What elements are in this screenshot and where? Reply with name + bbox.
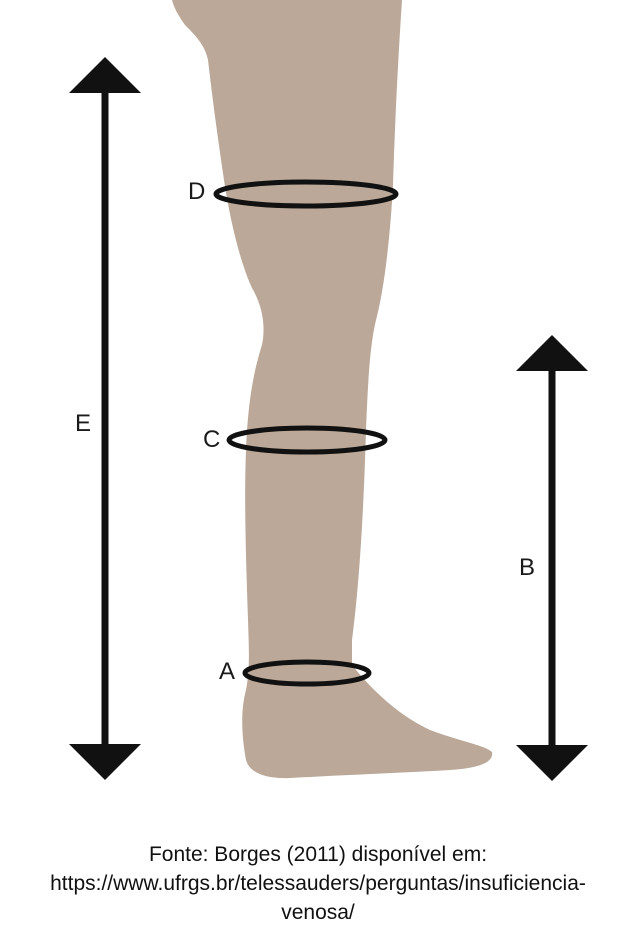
caption-url-line-3: venosa/ [281, 901, 355, 924]
ring-a [242, 659, 372, 687]
ring-d [213, 179, 399, 209]
leg-silhouette [172, 0, 493, 779]
label-a: A [219, 658, 236, 685]
arrow-e [69, 57, 141, 780]
source-caption: Fonte: Borges (2011) disponível em: http… [0, 840, 636, 927]
caption-line-1: Fonte: Borges (2011) disponível em: [148, 843, 488, 866]
label-c: C [203, 426, 221, 453]
label-d: D [188, 178, 206, 205]
arrow-b [516, 335, 588, 781]
label-e: E [75, 410, 92, 437]
ring-c [226, 425, 388, 455]
caption-url-line-2: https://www.ufrgs.br/telessauders/pergun… [50, 872, 586, 895]
label-b: B [519, 554, 536, 581]
